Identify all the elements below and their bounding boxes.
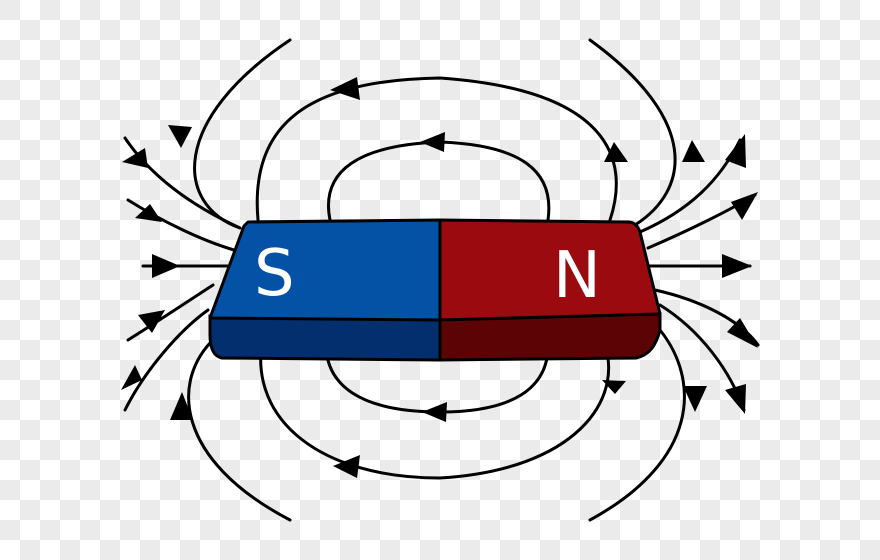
south-pole-label: S (254, 237, 295, 311)
field-line-top-outer-right (588, 38, 677, 227)
arrow-icon (725, 134, 746, 168)
arrow-icon (420, 132, 445, 152)
north-pole-label: N (553, 239, 601, 313)
arrow-icon (727, 318, 758, 348)
arrow-icon (152, 254, 180, 278)
arrow-icon (682, 140, 705, 162)
arrow-icon (168, 125, 192, 148)
arrow-icon (121, 365, 142, 390)
arrow-icon (683, 386, 707, 412)
bar-magnet: S N (208, 218, 662, 362)
arrow-icon (333, 455, 360, 478)
field-lines-left (121, 136, 242, 412)
field-lines-top (168, 38, 705, 230)
magnet-south-side (208, 314, 442, 362)
arrow-icon (722, 254, 752, 278)
arrow-icon (170, 392, 193, 420)
field-line-top-inner (327, 140, 551, 222)
magnet-south-top (208, 218, 442, 322)
field-line-bottom-middle (259, 340, 610, 480)
magnet-north-top (438, 218, 662, 322)
field-lines-right (638, 134, 760, 414)
magnet-north-side (438, 312, 662, 362)
field-line-bottom-outer-right (588, 328, 686, 522)
arrow-icon (731, 192, 758, 220)
field-lines-bottom (170, 328, 707, 522)
arrow-icon (604, 142, 628, 162)
arrow-icon (135, 204, 162, 222)
arrow-icon (422, 402, 447, 422)
arrow-icon (602, 380, 626, 394)
field-line-bottom-outer-left (187, 336, 292, 522)
arrow-icon (330, 77, 360, 100)
field-line-top-middle (255, 76, 618, 222)
arrow-icon (122, 148, 148, 168)
arrow-icon (138, 310, 165, 333)
arrow-icon (725, 384, 746, 414)
